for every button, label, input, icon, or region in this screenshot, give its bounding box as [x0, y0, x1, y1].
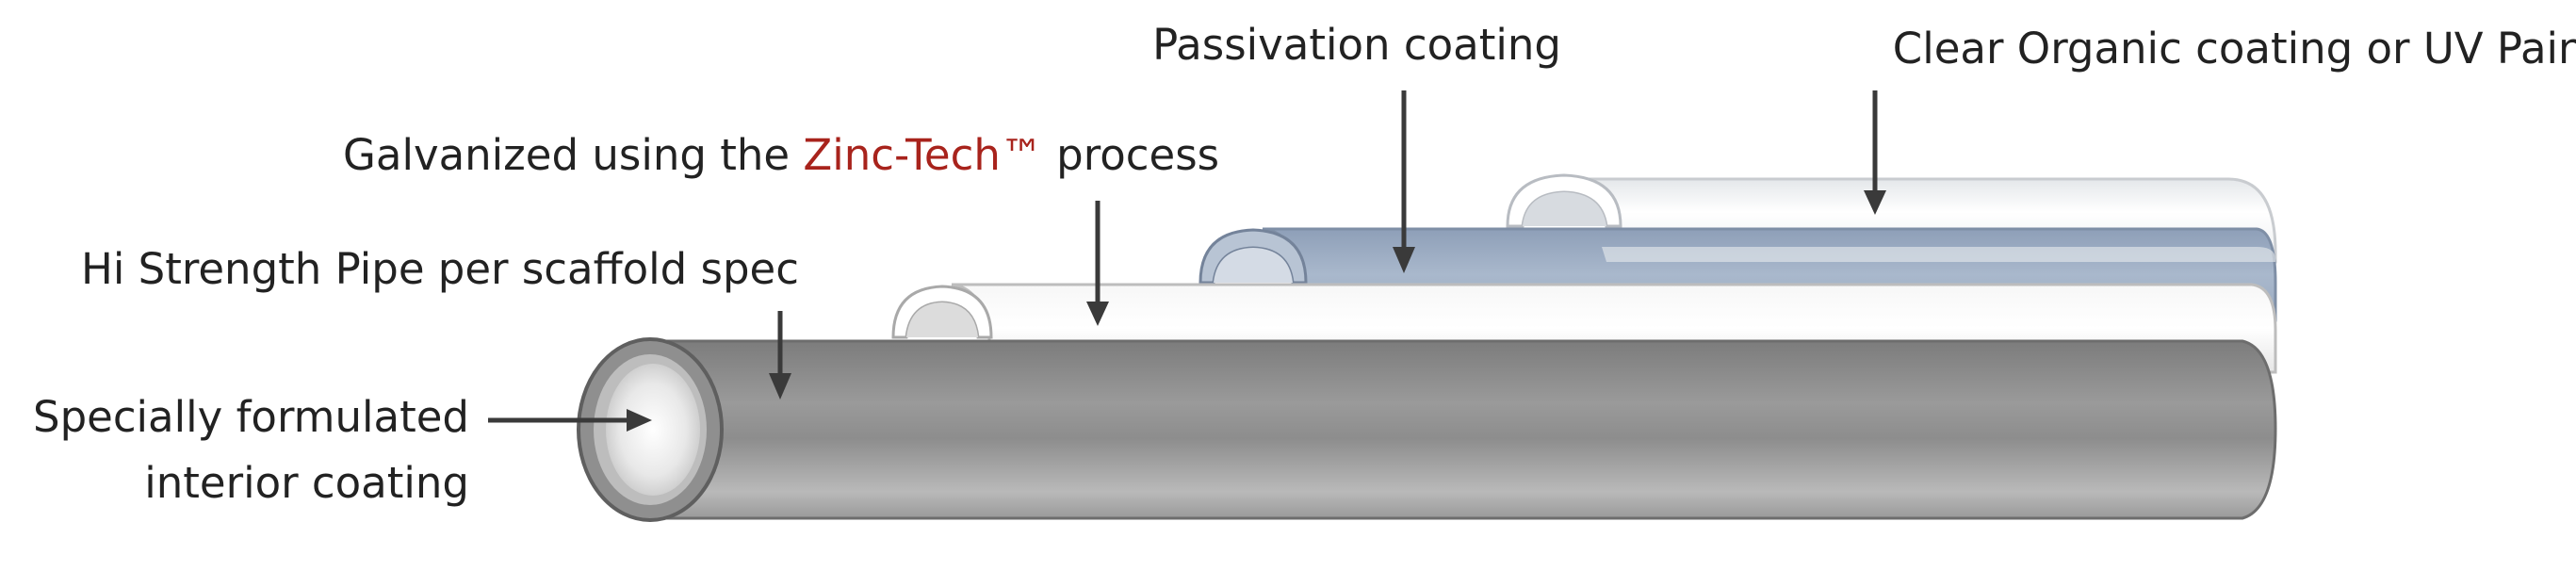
arrow-clear-organic [1864, 90, 1886, 215]
label-galvanized-suffix: process [1043, 130, 1219, 180]
label-hi-strength: Hi Strength Pipe per scaffold spec [81, 244, 799, 294]
label-interior-line1: Specially formulated [33, 392, 469, 442]
arrow-passivation [1393, 90, 1415, 273]
label-passivation: Passivation coating [1152, 20, 1561, 70]
hi-strength-pipe [577, 337, 2277, 522]
label-interior-line2: interior coating [144, 458, 469, 508]
label-galvanized: Galvanized using the Zinc-Tech™ process [343, 130, 1219, 180]
label-clear-organic: Clear Organic coating or UV Paint [1893, 24, 2576, 73]
label-zinc-tech-brand: Zinc-Tech™ [803, 130, 1043, 180]
arrow-galvanized [1086, 201, 1109, 326]
arrow-hi-strength [769, 311, 791, 400]
label-galvanized-prefix: Galvanized using the [343, 130, 803, 180]
arrow-interior-coating [488, 409, 652, 432]
